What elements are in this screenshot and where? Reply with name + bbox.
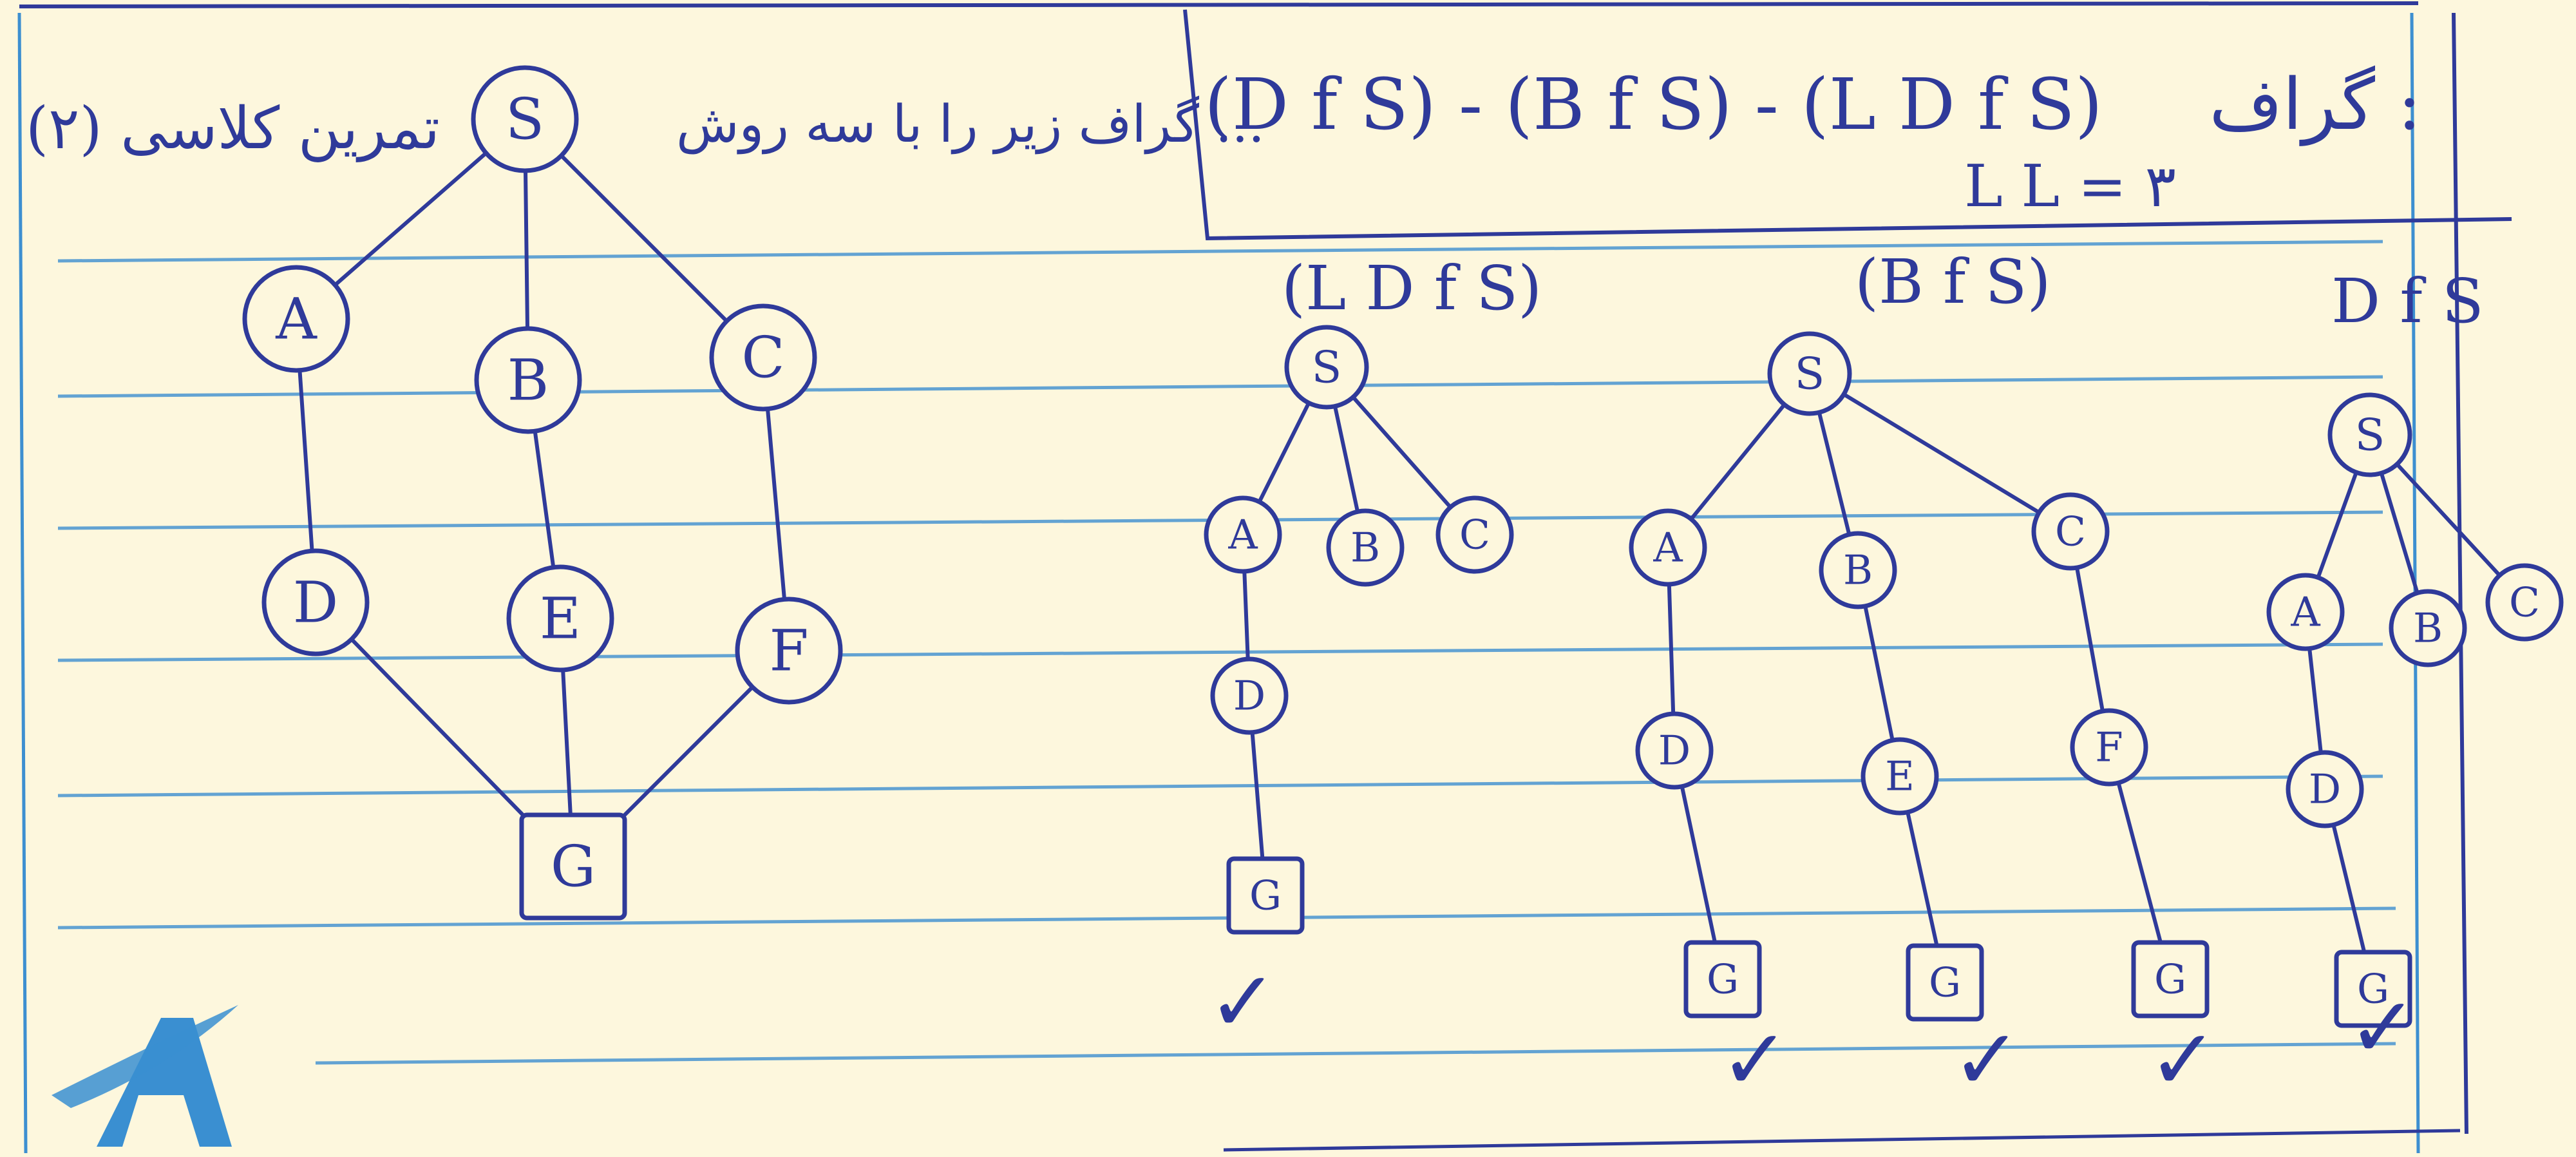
tree3-node-G-1-shape (2334, 950, 2412, 1028)
tree2-node-E-2-label: E (1885, 753, 1915, 800)
tree1-node-B-label: B (1350, 524, 1380, 571)
graph-node-S-label: S (506, 86, 544, 152)
graph-node-C-shape (709, 303, 817, 412)
tree2-check-mark-1: ✓ (1720, 1011, 1790, 1109)
tree2-node-C-shape (2031, 492, 2110, 571)
graph-node-C-label: C (741, 324, 784, 390)
tree1-node-A-shape (1204, 495, 1282, 574)
graph-edge-S-C (523, 117, 765, 359)
tree1-node-S-shape (1284, 325, 1369, 410)
tree2-node-D-1-label: D (1658, 727, 1690, 774)
tree2-node-E-2-shape (1861, 737, 1939, 816)
tree2-node-D-1-shape (1635, 711, 1714, 790)
tree2-node-G-2-label: G (1929, 959, 1961, 1006)
graph-node-G-label: G (551, 833, 596, 899)
tree3-node-S-label: S (2355, 410, 2385, 461)
tree2-node-B-label: B (1843, 547, 1873, 594)
rule-line (57, 642, 2383, 662)
graph-node-B-label: B (507, 347, 549, 413)
tree3-node-C-label: C (2509, 579, 2540, 626)
tree2-node-A-label: A (1653, 524, 1683, 571)
graph-node-E-shape (506, 564, 614, 673)
tree2-node-G-3-label: G (2154, 956, 2186, 1003)
rule-line (57, 240, 2383, 263)
bottom-ruler (1223, 1129, 2461, 1152)
graph-node-A-shape (242, 265, 350, 373)
tree1-check-mark-1: ✓ (1208, 953, 1278, 1051)
rule-line (57, 774, 2383, 798)
tree2-label: (B f S) (1855, 247, 2051, 318)
logo-swoosh (52, 1005, 238, 1108)
tree1-node-B-shape (1326, 508, 1405, 587)
heading-divider (1183, 9, 2512, 241)
tree2-node-G-2-shape (1906, 943, 1984, 1022)
heading-right-expression: (D f S) - (B f S) - (L D f S) (1204, 63, 2103, 146)
tree3-node-B-shape (2389, 589, 2467, 667)
tree2-node-S-shape (1767, 331, 1852, 416)
tree1-node-D-1-shape (1210, 656, 1289, 735)
graph-node-A-label: A (275, 285, 317, 352)
heading-middle-label: گراف زیر را با سه روش ... (676, 94, 1265, 155)
tree3-check-mark-1: ✓ (2348, 979, 2418, 1076)
tree2-node-G-3-shape (2131, 940, 2210, 1018)
tree3-node-A-label: A (2290, 589, 2320, 636)
tree3-node-S-shape (2327, 392, 2412, 477)
tree3-label: D f S (2331, 266, 2484, 337)
tree2-node-S-label: S (1795, 349, 1825, 400)
heading-sub-expression: L L = ۳ (1964, 153, 2176, 220)
tree1-label: (L D f S) (1282, 253, 1542, 324)
tree1-node-C-shape (1435, 495, 1514, 574)
graph-node-S-shape (471, 65, 579, 173)
heading-left-label: تمرین کلاسی (۲) (26, 95, 440, 162)
tree3-node-G-1-label: G (2357, 966, 2389, 1013)
tree2-node-A-shape (1629, 508, 1707, 587)
tree3-node-D-1-shape (2286, 750, 2364, 828)
tree2-node-B-shape (1819, 531, 1897, 609)
tree2-node-C-label: C (2055, 508, 2086, 555)
rule-line (57, 375, 2383, 398)
tree1-node-D-1-label: D (1233, 673, 1265, 720)
graph-node-B-shape (474, 326, 582, 434)
graph-node-E-label: E (540, 585, 581, 651)
tree1-node-S-label: S (1312, 343, 1342, 394)
margin-line-top (19, 1, 2419, 8)
tree2-node-G-1-shape (1683, 940, 1762, 1018)
tree3-node-B-label: B (2413, 605, 2443, 652)
tree2-check-mark-3: ✓ (2148, 1011, 2219, 1109)
heading-right-label: گراف : (2209, 63, 2421, 146)
tree2-node-G-1-label: G (1707, 956, 1739, 1003)
graph-node-D-shape (261, 548, 370, 656)
tree1-node-C-label: C (1459, 512, 1490, 559)
graph-node-F-label: F (769, 617, 808, 684)
tree3-node-A-shape (2266, 573, 2345, 651)
tree2-check-mark-2: ✓ (1952, 1011, 2022, 1109)
graph-node-G-shape (519, 812, 627, 921)
logo-mark (97, 1018, 232, 1147)
tree1-node-G-1-shape (1226, 856, 1305, 935)
tree1-node-G-1-label: G (1249, 872, 1282, 919)
tree3-node-D-1-label: D (2309, 766, 2341, 813)
margin-line-left (17, 12, 28, 1154)
tree2-node-F-3-shape (2070, 708, 2148, 787)
tree1-node-A-label: A (1227, 512, 1258, 559)
tree3-node-C-shape (2485, 563, 2564, 642)
tree2-edge-S-C (1808, 372, 2072, 533)
rule-line (315, 1042, 2396, 1065)
right-border-line (2452, 12, 2468, 1134)
graph-node-F-shape (735, 597, 843, 705)
graph-node-D-label: D (293, 569, 339, 635)
tree2-node-F-3-label: F (2095, 724, 2123, 771)
